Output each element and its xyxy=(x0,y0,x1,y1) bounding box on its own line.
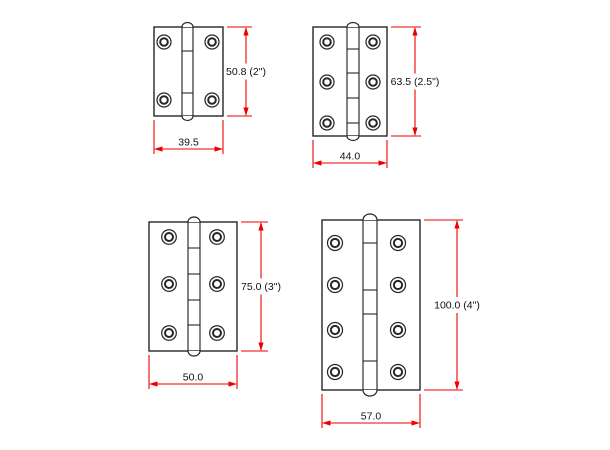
screw-hole-bore xyxy=(207,95,217,105)
screw-hole-bore xyxy=(392,366,404,378)
screw-hole-bore xyxy=(329,324,341,336)
width-dimension-label: 50.0 xyxy=(183,372,204,384)
screw-hole-bore xyxy=(164,232,174,242)
arrowhead-right-icon xyxy=(411,420,420,426)
screw-hole-bore xyxy=(392,324,404,336)
width-dimension: 50.0 xyxy=(148,355,238,389)
height-dimension: 50.8 (2") xyxy=(226,26,266,117)
screw-hole-bore xyxy=(392,279,404,291)
screw-hole-bore xyxy=(322,37,332,47)
pin-bottom-cap-icon xyxy=(362,389,378,397)
screw-hole-icon xyxy=(389,363,407,381)
width-dimension-label: 39.5 xyxy=(178,137,199,149)
screw-hole-icon xyxy=(389,276,407,294)
screw-hole-bore xyxy=(392,237,404,249)
arrowhead-up-icon xyxy=(412,27,418,36)
pin-top-cap-icon xyxy=(181,21,194,28)
arrowhead-down-icon xyxy=(243,107,249,116)
arrowhead-up-icon xyxy=(243,27,249,36)
height-dimension-label: 75.0 (3") xyxy=(241,281,281,293)
height-dimension: 75.0 (3") xyxy=(241,221,281,352)
screw-hole-bore xyxy=(159,95,169,105)
screw-hole-bore xyxy=(368,118,378,128)
hinge-pin-barrel xyxy=(362,213,378,397)
screw-hole-bore xyxy=(329,279,341,291)
screw-hole-bore xyxy=(164,279,174,289)
hinge-pin-barrel xyxy=(187,216,201,357)
arrowhead-right-icon xyxy=(228,381,237,387)
screw-hole-bore xyxy=(368,37,378,47)
hinge-3-inch-drawing: 75.0 (3") 50.0 xyxy=(148,216,281,389)
screw-hole-icon xyxy=(204,34,220,50)
screw-hole-icon xyxy=(209,325,225,341)
screw-hole-bore xyxy=(207,37,217,47)
arrowhead-down-icon xyxy=(258,342,264,351)
hinge-2p5-inch-drawing: 63.5 (2.5") 44.0 xyxy=(312,21,440,168)
hinge-2-inch-drawing: 50.8 (2") 39.5 xyxy=(153,21,266,154)
screw-hole-bore xyxy=(322,77,332,87)
screw-hole-icon xyxy=(209,229,225,245)
screw-hole-icon xyxy=(365,115,381,131)
screw-hole-icon xyxy=(161,276,177,292)
arrowhead-right-icon xyxy=(378,160,387,166)
screw-hole-icon xyxy=(319,74,335,90)
arrowhead-left-icon xyxy=(313,160,322,166)
arrowhead-left-icon xyxy=(149,381,158,387)
screw-hole-icon xyxy=(161,325,177,341)
screw-hole-icon xyxy=(204,92,220,108)
screw-hole-bore xyxy=(159,37,169,47)
screw-hole-icon xyxy=(389,321,407,339)
screw-hole-icon xyxy=(326,234,344,252)
screw-hole-bore xyxy=(322,118,332,128)
width-dimension: 39.5 xyxy=(153,120,224,154)
arrowhead-down-icon xyxy=(412,127,418,136)
screw-hole-bore xyxy=(212,279,222,289)
pin-top-cap-icon xyxy=(187,216,201,223)
width-dimension-label: 44.0 xyxy=(340,151,361,163)
pin-top-cap-icon xyxy=(362,213,378,221)
height-dimension: 63.5 (2.5") xyxy=(391,26,440,137)
arrowhead-up-icon xyxy=(454,220,460,229)
arrowhead-up-icon xyxy=(258,222,264,231)
screw-hole-bore xyxy=(212,328,222,338)
screw-hole-bore xyxy=(164,328,174,338)
pin-bottom-cap-icon xyxy=(187,350,201,357)
screw-hole-icon xyxy=(156,92,172,108)
screw-hole-bore xyxy=(212,232,222,242)
screw-hole-icon xyxy=(365,74,381,90)
arrowhead-left-icon xyxy=(154,146,163,152)
screw-hole-bore xyxy=(329,237,341,249)
arrowhead-left-icon xyxy=(322,420,331,426)
screw-hole-icon xyxy=(365,34,381,50)
height-dimension-label: 63.5 (2.5") xyxy=(391,76,440,88)
width-dimension-label: 57.0 xyxy=(361,411,382,423)
screw-hole-icon xyxy=(326,321,344,339)
pin-bottom-cap-icon xyxy=(346,135,360,142)
height-dimension-label: 100.0 (4") xyxy=(434,300,480,312)
screw-hole-icon xyxy=(209,276,225,292)
screw-hole-icon xyxy=(326,276,344,294)
screw-hole-icon xyxy=(161,229,177,245)
height-dimension-label: 50.8 (2") xyxy=(226,66,266,78)
screw-hole-icon xyxy=(389,234,407,252)
screw-hole-icon xyxy=(156,34,172,50)
height-dimension: 100.0 (4") xyxy=(424,219,480,391)
arrowhead-down-icon xyxy=(454,381,460,390)
screw-hole-icon xyxy=(326,363,344,381)
width-dimension: 44.0 xyxy=(312,140,388,168)
pin-top-cap-icon xyxy=(346,21,360,28)
hinge-4-inch-drawing: 100.0 (4") 57.0 xyxy=(321,213,480,428)
hinge-pin-barrel xyxy=(181,21,194,122)
screw-hole-bore xyxy=(329,366,341,378)
hinge-pin-barrel xyxy=(346,21,360,142)
pin-bottom-cap-icon xyxy=(181,115,194,122)
screw-hole-icon xyxy=(319,34,335,50)
arrowhead-right-icon xyxy=(214,146,223,152)
width-dimension: 57.0 xyxy=(321,394,421,428)
screw-hole-bore xyxy=(368,77,378,87)
screw-hole-icon xyxy=(319,115,335,131)
